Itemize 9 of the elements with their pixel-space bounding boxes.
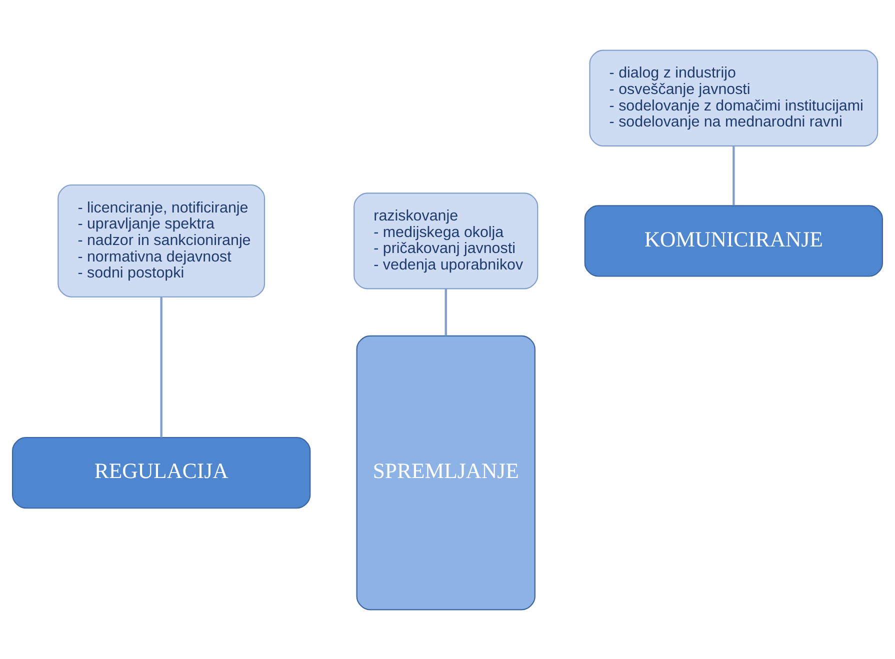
connector [444,288,447,336]
connector [732,146,735,205]
node-box: KOMUNICIRANJE [584,204,883,276]
node-box: SPREMLJANJE [356,334,536,610]
connector [160,296,162,437]
node-box: - licenciranje, notificiranje - upravljanje spektra - nadzor in sankcioniranje - normativna dejavnost - sodni postopki [58,184,266,297]
node-box: - dialog z industrijo - osveščanje javnosti - sodelovanje z domačimi institucijami - sodelovanje na mednarodni ravni [589,49,878,146]
node-box: raziskovanje - medijskega okolja - pričakovanj javnosti - vedenja uporabnikov [354,192,538,289]
node-box: REGULACIJA [12,436,311,508]
